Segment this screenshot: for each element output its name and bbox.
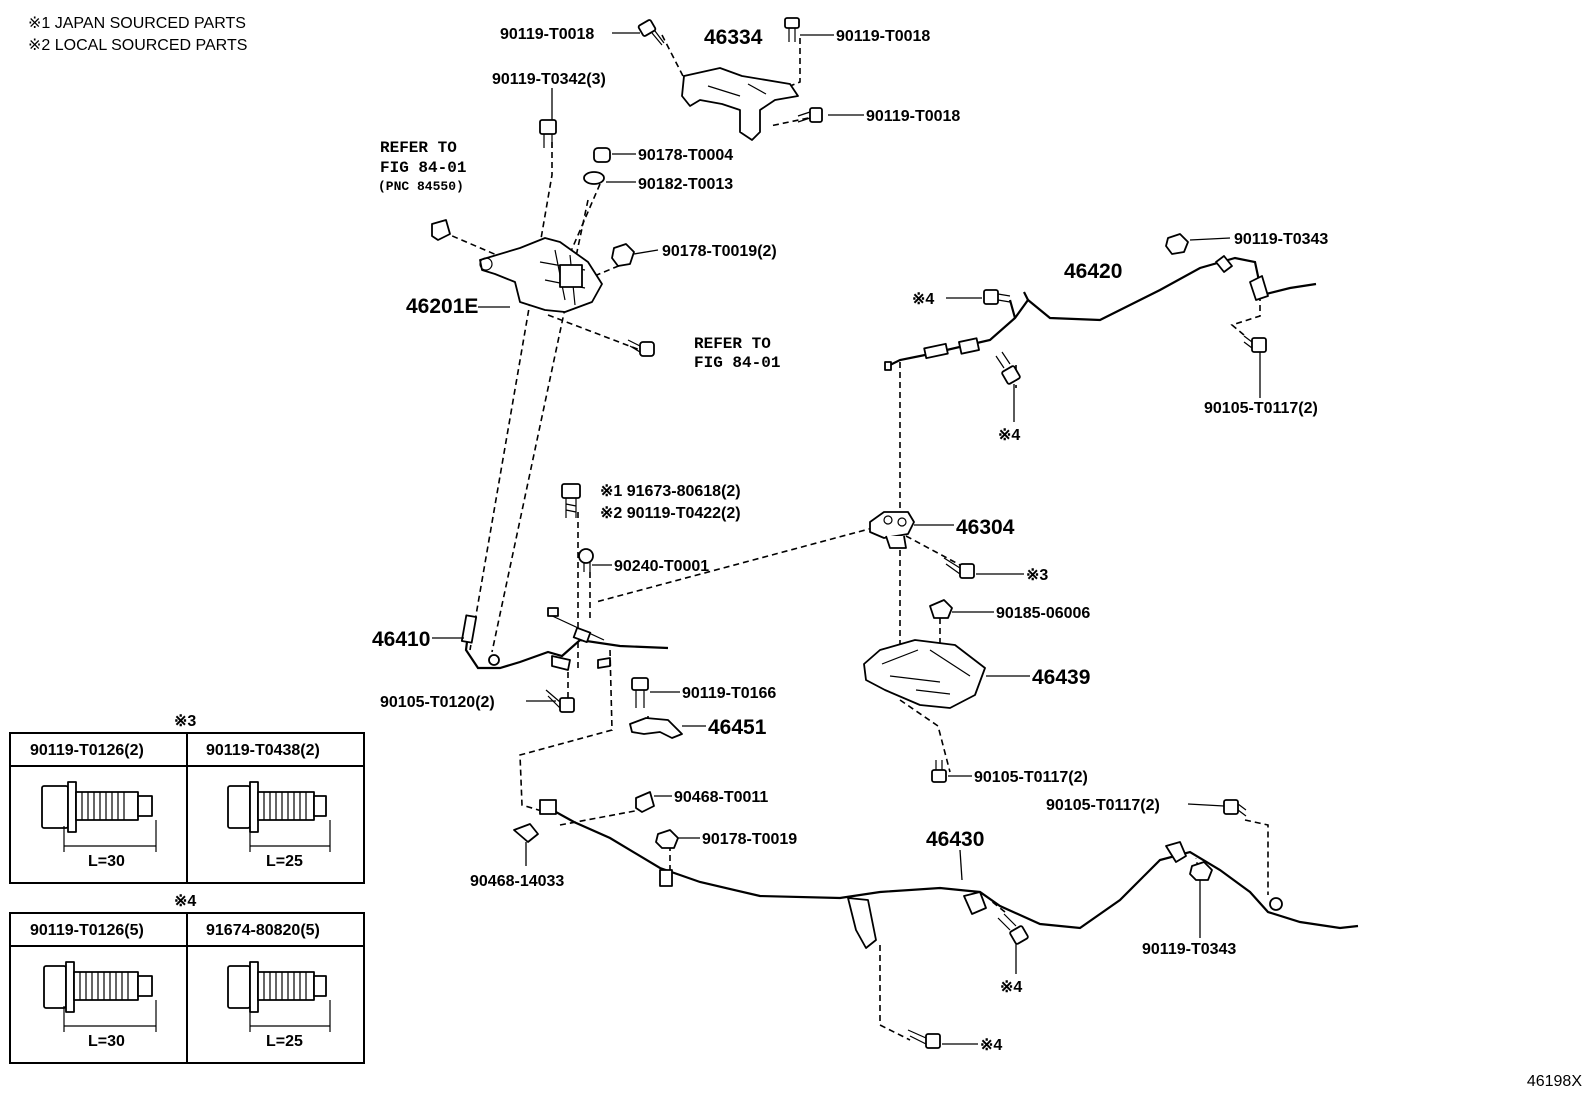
label-x4-upper-b: ※4: [998, 427, 1020, 444]
label-90178-T0019-bottom: 90178-T0019: [702, 831, 797, 848]
legend-title-x4: ※4: [174, 893, 196, 910]
label-90119-T0343-top: 90119-T0343: [1234, 231, 1328, 248]
label-46439: 46439: [1032, 666, 1090, 689]
bolt-90105-T0117-right-icon: [1243, 335, 1267, 353]
label-46420: 46420: [1064, 260, 1122, 283]
label-90119-T0166: 90119-T0166: [682, 685, 776, 702]
label-x3: ※3: [1026, 567, 1048, 584]
legend-x3-length-a: L=30: [88, 853, 125, 870]
bolt-x4-upper-a-icon: [983, 289, 1011, 305]
bolt-90119-T0166-icon: [631, 677, 649, 708]
label-46334: 46334: [704, 26, 763, 49]
bolt-90119-T0342-icon: [539, 119, 557, 148]
label-90119-T0018-lower: 90119-T0018: [866, 108, 960, 125]
label-x4-bottom-middle: ※4: [1000, 979, 1022, 996]
label-refer-to-bottom: REFER TO: [694, 335, 771, 353]
legend-x3-length-b: L=25: [266, 853, 303, 870]
lever-assembly-46201E-icon: [479, 237, 603, 313]
note-local-sourced: ※2 LOCAL SOURCED PARTS: [28, 37, 247, 54]
label-90240-T0001: 90240-T0001: [614, 558, 709, 575]
assembly-dashed-lines: [442, 34, 1269, 1041]
bolt-x4-bottom-middle-icon: [997, 913, 1029, 945]
nut-90178-T0019-icon: [611, 243, 635, 267]
cable-46410-icon: [460, 607, 669, 671]
bolt-90119-T0018-left-icon: [637, 19, 665, 46]
nut-90119-T0343-top-icon: [1165, 233, 1189, 255]
bolt-x4-b-illustration-icon: [227, 961, 331, 1032]
label-90105-T0117-middle: 90105-T0117(2): [974, 769, 1088, 786]
bracket-46334-icon: [681, 67, 799, 141]
label-pnc-84550: (PNC 84550): [378, 179, 464, 194]
label-90119-T0342: 90119-T0342(3): [492, 71, 606, 88]
legend-x3-part-a: 90119-T0126(2): [30, 742, 144, 759]
bolt-90119-T0018-lower-icon: [797, 107, 823, 123]
bolt-90105-T0120-icon: [545, 689, 575, 713]
cable-46430-icon: [539, 799, 1359, 949]
bracket-46451-icon: [629, 717, 683, 739]
note-japan-sourced: ※1 JAPAN SOURCED PARTS: [28, 15, 246, 32]
label-fig-84-01-bottom: FIG 84-01: [694, 354, 780, 372]
label-90119-T0018-right: 90119-T0018: [836, 28, 930, 45]
bolt-91673-80618-icon: [561, 483, 581, 518]
bolt-90119-T0018-right-icon: [784, 17, 800, 42]
bolt-x3-a-illustration-icon: [41, 781, 157, 852]
label-90105-T0120: 90105-T0120(2): [380, 694, 495, 711]
label-46430: 46430: [926, 828, 984, 851]
bolt-x4-upper-b-icon: [995, 351, 1021, 385]
clip-pnc-84550-icon: [431, 219, 451, 241]
legend-x4-part-b: 91674-80820(5): [206, 922, 320, 939]
label-90119-T0343-bottom: 90119-T0343: [1142, 941, 1236, 958]
label-90182-T0013: 90182-T0013: [638, 176, 733, 193]
bolt-x4-a-illustration-icon: [43, 961, 157, 1032]
bolt-x4-bottom-icon: [907, 1029, 941, 1049]
bolt-fig-84-01-icon: [627, 339, 655, 357]
washer-90182-T0013-icon: [583, 171, 605, 185]
legend-x4-length-b: L=25: [266, 1033, 303, 1050]
clip-90468-T0011-icon: [635, 791, 655, 813]
label-90178-T0019-2: 90178-T0019(2): [662, 243, 777, 260]
label-refer-to-top: REFER TO: [380, 139, 457, 157]
nut-90119-T0343-bottom-icon: [1189, 861, 1213, 881]
nut-90178-T0019-bottom-icon: [655, 829, 679, 849]
legend-x4-part-a: 90119-T0126(5): [30, 922, 144, 939]
cable-46420-icon: [884, 255, 1317, 371]
label-fig-84-01-top: FIG 84-01: [380, 159, 466, 177]
legend-x3-part-b: 90119-T0438(2): [206, 742, 320, 759]
label-90119-T0422: ※2 90119-T0422(2): [600, 505, 741, 522]
label-x4-bottom: ※4: [980, 1037, 1002, 1054]
legend-table-x4: ※4 90119-T0126(5) 91674-80820(5) L=30 L=…: [9, 893, 365, 1064]
label-90119-T0018-left: 90119-T0018: [500, 26, 594, 43]
bolt-x3-b-illustration-icon: [227, 781, 331, 852]
bolt-90105-T0117-middle-icon: [931, 760, 947, 783]
label-90185-06006: 90185-06006: [996, 605, 1090, 622]
label-90105-T0117-bottom: 90105-T0117(2): [1046, 797, 1160, 814]
equalizer-46304-icon: [869, 511, 915, 549]
nut-90178-T0004-icon: [593, 147, 611, 163]
label-46201E: 46201E: [406, 295, 478, 318]
label-46451: 46451: [708, 716, 767, 739]
label-90178-T0004: 90178-T0004: [638, 147, 733, 164]
label-90105-T0117-right: 90105-T0117(2): [1204, 400, 1318, 417]
legend-title-x3: ※3: [174, 713, 196, 730]
label-46410: 46410: [372, 628, 430, 651]
figure-code: 46198X: [1526, 1073, 1582, 1090]
label-90468-T0011: 90468-T0011: [674, 789, 768, 806]
pin-90240-T0001-icon: [578, 548, 594, 572]
leader-lines: [432, 32, 1261, 1045]
bolt-90105-T0117-bottom-icon: [1223, 799, 1247, 817]
label-46304: 46304: [956, 516, 1015, 539]
clip-90185-06006-icon: [929, 599, 953, 619]
bolt-x3-icon: [943, 557, 975, 579]
label-x4-upper-a: ※4: [912, 291, 934, 308]
legend-table-x3: ※3 90119-T0126(2) 90119-T0438(2) L=30 L=…: [9, 713, 365, 884]
clip-90468-14033-icon: [513, 823, 539, 843]
label-90468-14033: 90468-14033: [470, 873, 564, 890]
label-91673-80618: ※1 91673-80618(2): [600, 483, 741, 500]
legend-x4-length-a: L=30: [88, 1033, 125, 1050]
insulator-46439-icon: [863, 639, 986, 709]
